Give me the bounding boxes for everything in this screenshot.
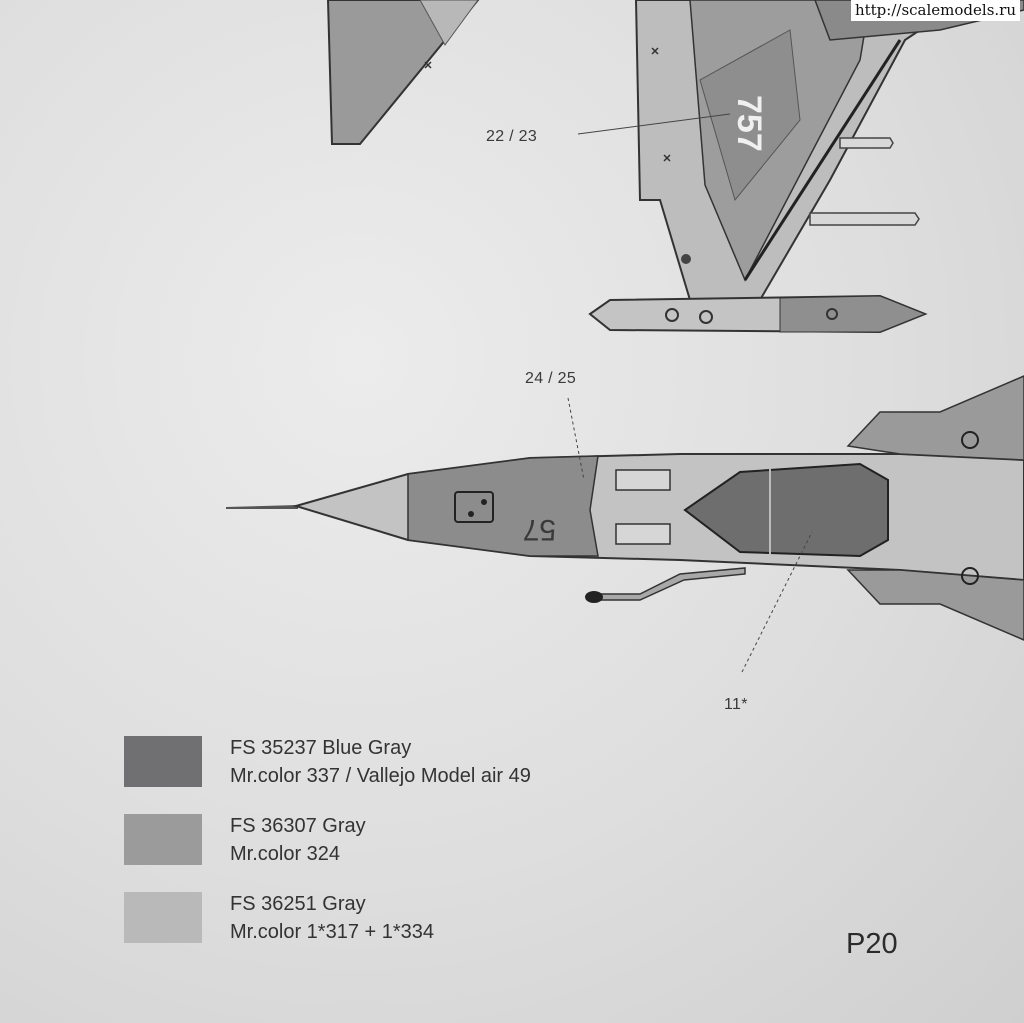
callout-11: 11* xyxy=(724,696,748,713)
side-number-text: 757 xyxy=(730,95,768,152)
nose-number-text: 57 xyxy=(523,513,556,546)
color-swatch xyxy=(124,814,202,865)
legend-fs-label: FS 36251 Gray xyxy=(230,893,366,915)
legend-fs-label: FS 35237 Blue Gray xyxy=(230,737,412,759)
color-legend: FS 35237 Blue Gray Mr.color 337 / Vallej… xyxy=(124,732,644,966)
canopy-shape xyxy=(683,462,889,558)
legend-item-blue-gray: FS 35237 Blue Gray Mr.color 337 / Vallej… xyxy=(124,732,644,810)
color-swatch xyxy=(124,892,202,943)
legend-item-gray-36251: FS 36251 Gray Mr.color 1*317 + 1*334 xyxy=(124,888,644,966)
legend-fs-label: FS 36307 Gray xyxy=(230,815,366,837)
legend-item-gray-36307: FS 36307 Gray Mr.color 324 xyxy=(124,810,644,888)
callout-22-23: 22 / 23 xyxy=(486,128,538,145)
color-swatch xyxy=(124,736,202,787)
watermark-url: http://scalemodels.ru xyxy=(850,0,1020,21)
page-number: P20 xyxy=(846,928,898,960)
legend-ref-label: Mr.color 324 xyxy=(230,843,341,865)
legend-ref-label: Mr.color 1*317 + 1*334 xyxy=(230,921,435,943)
callout-24-25: 24 / 25 xyxy=(525,370,577,387)
legend-ref-label: Mr.color 337 / Vallejo Model air 49 xyxy=(230,765,531,787)
pitot-probe xyxy=(226,505,298,509)
